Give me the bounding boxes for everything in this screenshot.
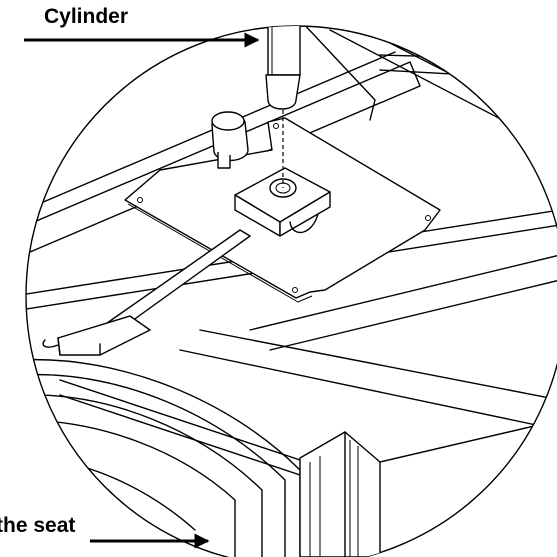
cylinder-label: Cylinder (44, 5, 128, 28)
gas-cylinder (265, 26, 301, 188)
seat-label-group: the seat (0, 514, 210, 549)
cylinder-socket (234, 167, 331, 237)
frame-diagonal-rails (26, 209, 557, 486)
cylinder-label-group: Cylinder (24, 5, 260, 48)
adjustment-knob (211, 111, 249, 169)
release-lever (42, 229, 251, 356)
seat-label: the seat (0, 514, 75, 537)
front-corner-post (299, 419, 557, 557)
